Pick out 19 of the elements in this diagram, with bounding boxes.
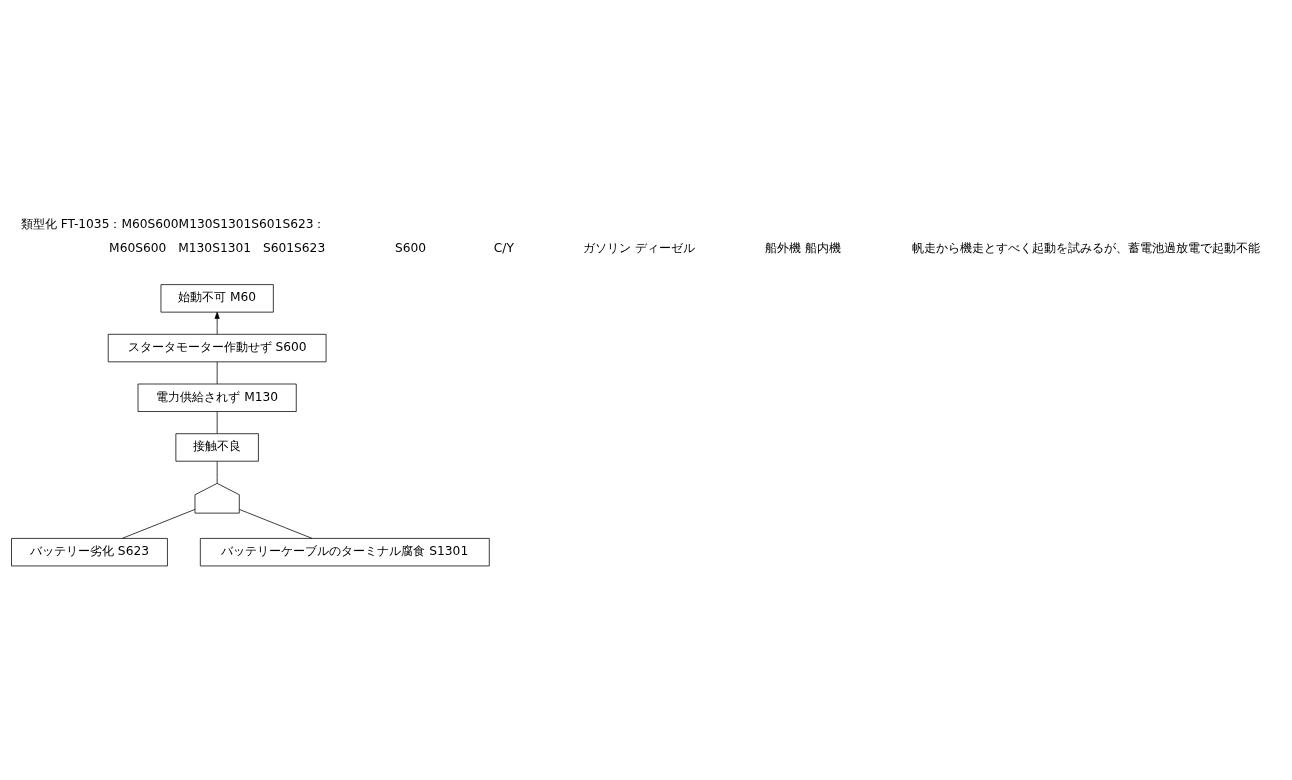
- connector: [239, 508, 313, 539]
- node-gate: [194, 482, 240, 513]
- node-box: 電力供給されず M130: [137, 383, 297, 412]
- label: 帆走から機走とすべく起動を試みるが、蓄電池過放電で起動不能: [911, 240, 1260, 255]
- node-box: バッテリー劣化 S623: [11, 537, 168, 566]
- connector: [216, 410, 218, 434]
- label: 船外機 船内機: [764, 240, 841, 255]
- node-box: バッテリーケーブルのターミナル腐食 S1301: [199, 537, 490, 566]
- arrow: [214, 311, 220, 334]
- connector: [216, 460, 218, 484]
- connector: [122, 508, 196, 539]
- node-box: 始動不可 M60: [160, 283, 274, 312]
- node-box: 接触不良: [175, 432, 259, 462]
- label: S600: [395, 240, 427, 255]
- node-box: スタータモーター作動せず S600: [107, 333, 327, 362]
- label: M60S600 M130S1301 S601S623: [109, 240, 326, 255]
- label: C/Y: [493, 240, 514, 255]
- diagram-title: 類型化 FT-1035：M60S600M130S1301S601S623：: [20, 216, 326, 231]
- label: ガソリン ディーゼル: [583, 240, 696, 255]
